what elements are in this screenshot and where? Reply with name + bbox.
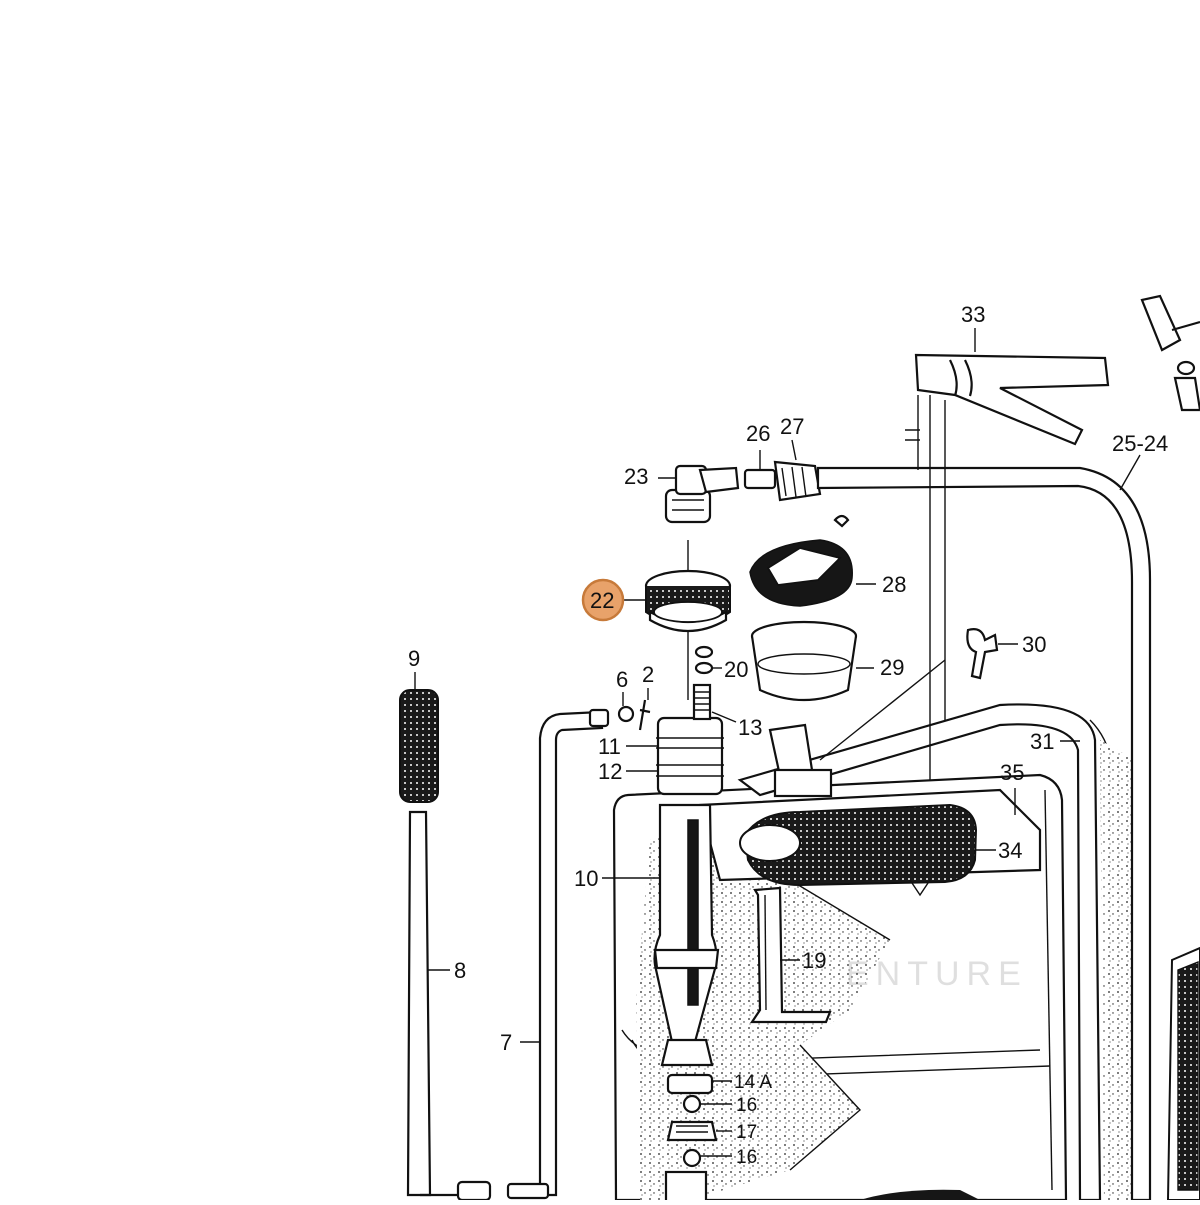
label-33[interactable]: 33	[961, 302, 985, 327]
part-19	[749, 886, 832, 1024]
lid-part-28	[749, 514, 853, 607]
label-8[interactable]: 8	[454, 958, 466, 983]
clip-part-30	[966, 628, 999, 680]
label-22[interactable]: 22	[590, 588, 614, 613]
label-12[interactable]: 12	[598, 759, 622, 784]
label-10[interactable]: 10	[574, 866, 598, 891]
label-14a[interactable]: 14 A	[734, 1072, 772, 1093]
label-9[interactable]: 9	[408, 646, 420, 671]
label-6[interactable]: 6	[616, 667, 628, 692]
elbow-fitting	[664, 464, 740, 524]
cap-part-22	[644, 569, 732, 633]
label-31[interactable]: 31	[1030, 729, 1054, 754]
label-17[interactable]: 17	[736, 1122, 757, 1143]
label-19[interactable]: 19	[802, 948, 826, 973]
bottom-strap-part	[860, 1189, 980, 1200]
grip-handle	[399, 689, 550, 1202]
label-28[interactable]: 28	[882, 572, 906, 597]
lance-part	[1166, 946, 1200, 1201]
label-30[interactable]: 30	[1022, 632, 1046, 657]
label-11[interactable]: 11	[598, 734, 621, 759]
pin-parts	[617, 699, 651, 731]
label-25-24[interactable]: 25-24	[1112, 431, 1168, 456]
highlight-marker-22[interactable]	[581, 578, 625, 622]
part-labels: 33 25-24 26 27 23 22 28 29 30 20 9 6 2 1…	[408, 302, 1168, 1168]
label-16-bottom[interactable]: 16	[736, 1147, 757, 1168]
label-35[interactable]: 35	[1000, 760, 1024, 785]
label-23[interactable]: 23	[624, 464, 648, 489]
part-33	[905, 353, 1110, 780]
label-27[interactable]: 27	[780, 414, 804, 439]
label-13[interactable]: 13	[738, 715, 762, 740]
label-34[interactable]: 34	[998, 838, 1022, 863]
leader-lines	[414, 328, 1141, 1157]
spray-wand-parts	[1140, 294, 1200, 412]
watermark: ENTURE	[846, 955, 1028, 993]
label-2[interactable]: 2	[642, 662, 654, 687]
strainer-part-29	[750, 620, 858, 702]
label-29[interactable]: 29	[880, 655, 904, 680]
label-7[interactable]: 7	[500, 1030, 512, 1055]
label-20[interactable]: 20	[724, 657, 748, 682]
pump-cylinder	[653, 803, 720, 1067]
lid-part-34	[739, 803, 978, 897]
bottom-valve-parts	[664, 1073, 718, 1204]
pump-head	[656, 540, 724, 796]
pump-lever	[538, 708, 610, 1197]
label-26[interactable]: 26	[746, 421, 770, 446]
label-16-top[interactable]: 16	[736, 1095, 757, 1116]
